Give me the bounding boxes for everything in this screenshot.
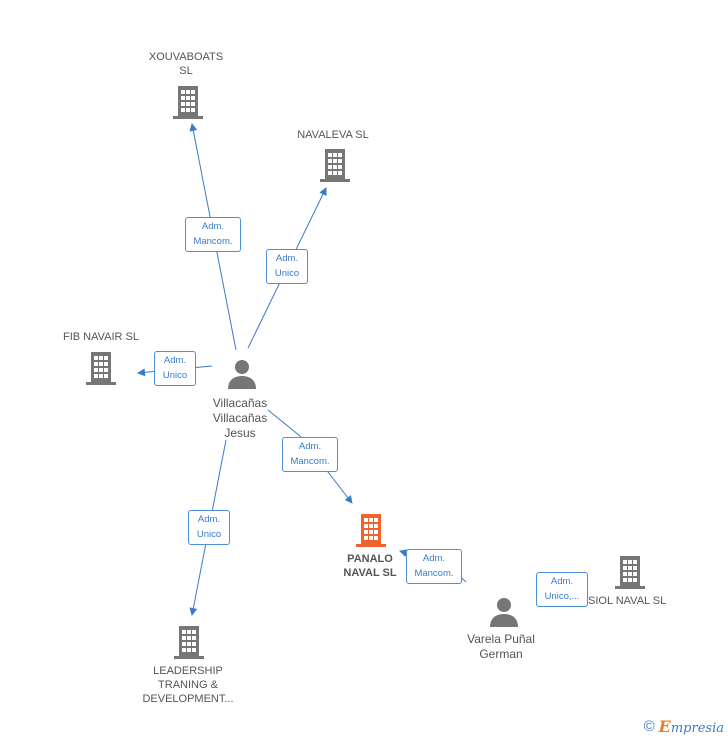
edge-villacanas-panalo bbox=[267, 409, 353, 504]
relation-badge: Adm. Unico,... bbox=[536, 572, 588, 607]
relation-badge: Adm. Unico bbox=[266, 249, 308, 284]
building-icon[interactable] bbox=[319, 147, 351, 183]
relation-badge: Adm. Unico bbox=[188, 510, 230, 545]
company-label-leadership[interactable]: LEADERSHIP TRANING & DEVELOPMENT... bbox=[128, 664, 248, 706]
company-label-fib-navair[interactable]: FIB NAVAIR SL bbox=[46, 330, 156, 344]
company-label-navaleva[interactable]: NAVALEVA SL bbox=[280, 128, 386, 142]
building-icon[interactable] bbox=[85, 350, 117, 386]
company-name-line2: SL bbox=[179, 65, 193, 77]
company-name-line1: FIB NAVAIR SL bbox=[62, 331, 139, 343]
company-label-panalo[interactable]: PANALO NAVAL SL bbox=[320, 552, 420, 580]
company-name-line2: NAVAL SL bbox=[343, 567, 397, 579]
building-icon[interactable] bbox=[173, 624, 205, 660]
relation-badge: Adm. Mancom. bbox=[406, 549, 462, 584]
company-label-xouvaboats[interactable]: XOUVABOATS SL bbox=[136, 50, 236, 78]
company-name-line1: PANALO bbox=[347, 553, 393, 565]
person-name-line3: Jesus bbox=[224, 426, 256, 440]
building-icon-highlighted[interactable] bbox=[355, 512, 387, 548]
company-name-line1: NAVALEVA SL bbox=[297, 129, 369, 141]
relation-badge: Adm. Mancom. bbox=[282, 437, 338, 472]
person-name-line1: Varela Puñal bbox=[467, 632, 535, 646]
company-name-line1: XOUVABOATS bbox=[148, 51, 224, 63]
company-label-siol[interactable]: SIOL NAVAL SL bbox=[588, 594, 688, 608]
person-icon[interactable] bbox=[226, 358, 258, 390]
building-icon[interactable] bbox=[172, 84, 204, 120]
company-name-line3: DEVELOPMENT... bbox=[142, 693, 234, 705]
footer-brand: © Empresia bbox=[644, 717, 724, 736]
copyright-icon: © bbox=[643, 718, 655, 735]
person-name-line2: German bbox=[479, 647, 523, 661]
person-name-line1: Villacañas bbox=[212, 396, 268, 410]
empresia-logo: Empresia bbox=[658, 717, 724, 736]
relation-badge: Adm. Unico bbox=[154, 351, 196, 386]
building-icon[interactable] bbox=[614, 554, 646, 590]
company-name-line1: SIOL NAVAL SL bbox=[588, 595, 667, 607]
person-label-varela[interactable]: Varela Puñal German bbox=[451, 632, 551, 662]
person-icon[interactable] bbox=[488, 596, 520, 628]
relation-badge: Adm. Mancom. bbox=[185, 217, 241, 252]
person-name-line2: Villacañas bbox=[212, 411, 268, 425]
company-name-line2: TRANING & bbox=[158, 679, 218, 691]
person-label-villacanas[interactable]: Villacañas Villacañas Jesus bbox=[190, 396, 290, 441]
company-name-line1: LEADERSHIP bbox=[153, 665, 223, 677]
